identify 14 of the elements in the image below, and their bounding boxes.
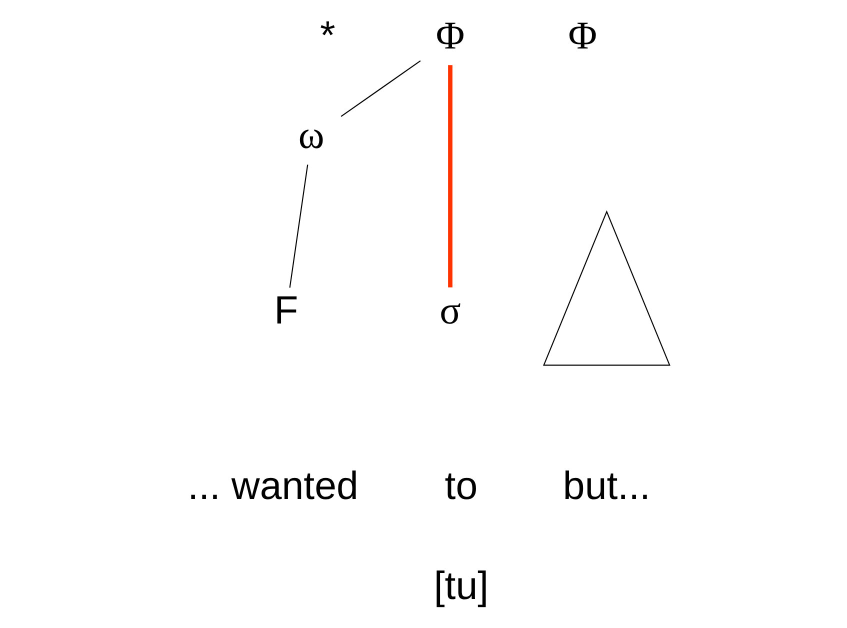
label: [tu]	[433, 564, 488, 608]
label: to	[444, 464, 478, 508]
connector	[448, 65, 452, 288]
node-text: Φ	[435, 13, 464, 58]
label: ... wanted	[187, 464, 358, 508]
node-text: Φ	[568, 13, 597, 58]
connector	[340, 60, 420, 117]
node-text: F	[274, 288, 298, 333]
label: but...	[562, 464, 650, 508]
connector	[288, 164, 308, 288]
node-triangle	[542, 210, 670, 366]
node-text: ω	[298, 113, 324, 158]
node-text: σ	[439, 288, 460, 333]
label: *	[320, 13, 335, 58]
